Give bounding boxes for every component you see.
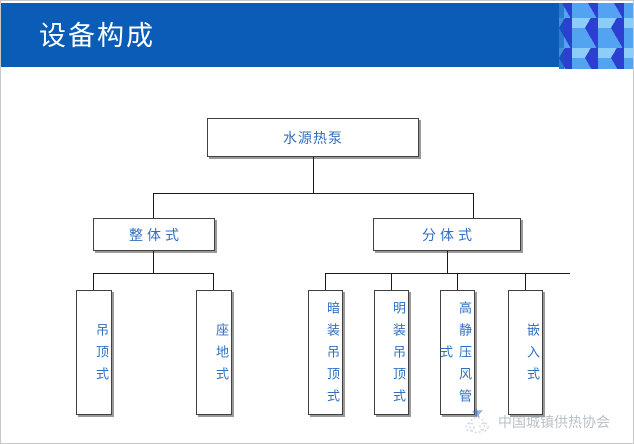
connector-right-bar [325, 273, 570, 274]
connector-left-leaf-drop-2 [213, 273, 214, 290]
connector-level2-drop-left [153, 193, 154, 218]
diagram-tree: 水源热泵 整体式 分体式 吊顶式 座地式 暗装吊顶式 明装吊顶式 高静压风管式 … [1, 67, 633, 443]
connector-right-drop [447, 251, 448, 273]
node-leaf-embedded[interactable]: 嵌入式 [508, 290, 543, 415]
page-title: 设备构成 [39, 21, 155, 51]
node-leaf-ceiling-mounted[interactable]: 吊顶式 [76, 290, 112, 415]
header-banner: 设备构成 [1, 3, 633, 67]
watermark: 中国城镇供热协会 [463, 405, 633, 439]
connector-right-leaf-drop-2 [391, 273, 392, 290]
connector-root-drop [313, 157, 314, 193]
connector-level2-drop-right [473, 193, 474, 218]
connector-right-leaf-drop-4 [525, 273, 526, 290]
connector-left-leaf-drop-1 [93, 273, 94, 290]
node-root[interactable]: 水源热泵 [207, 118, 419, 157]
connector-right-leaf-drop-3 [457, 273, 458, 290]
connector-right-leaf-drop-1 [325, 273, 326, 290]
node-leaf-exposed-ceiling[interactable]: 明装吊顶式 [374, 290, 409, 415]
node-level2-integrated[interactable]: 整体式 [93, 218, 215, 251]
node-leaf-concealed-ceiling[interactable]: 暗装吊顶式 [308, 290, 343, 415]
connector-left-bar [93, 273, 213, 274]
node-level2-split[interactable]: 分体式 [373, 218, 521, 251]
node-leaf-floor-standing[interactable]: 座地式 [196, 290, 232, 415]
node-leaf-high-static-duct[interactable]: 高静压风管式 [438, 290, 475, 415]
watermark-text: 中国城镇供热协会 [498, 416, 610, 431]
association-logo-icon [463, 408, 493, 436]
isometric-cube-pattern-icon [559, 3, 633, 69]
connector-left-drop [153, 251, 154, 273]
connector-level2-bar [153, 193, 473, 194]
